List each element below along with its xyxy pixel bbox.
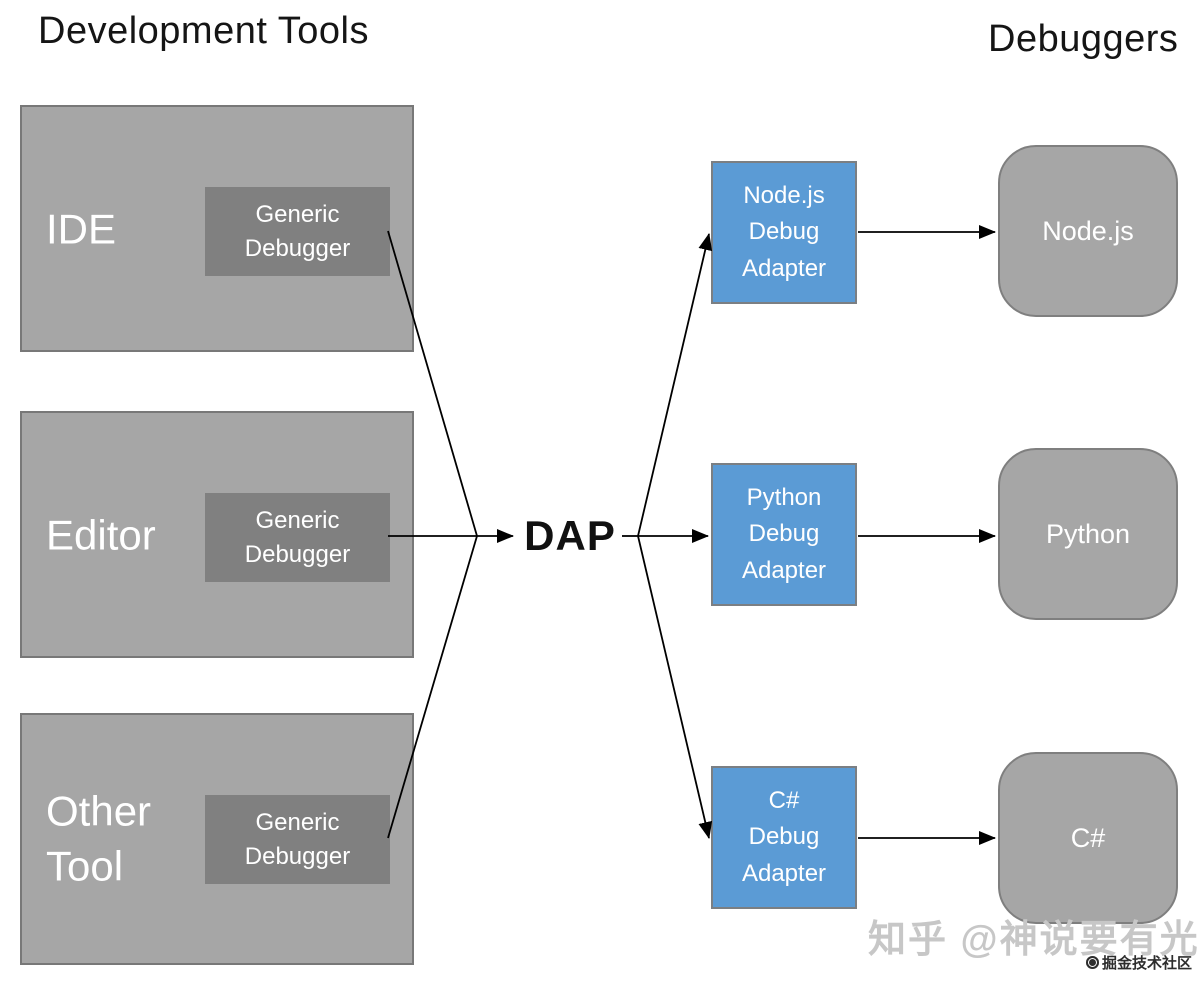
- arrow-dap-to-nodejs-adapter: [637, 233, 713, 537]
- zhihu-watermark: 知乎 @神说要有光: [868, 919, 1200, 961]
- dap-label: DAP: [524, 512, 616, 559]
- editor-label: Editor: [46, 510, 156, 558]
- development-tools-header: Development Tools: [38, 10, 369, 52]
- editor-box: Editor Generic Debugger: [20, 411, 414, 658]
- adapter-line: Adapter: [741, 859, 827, 887]
- editor-generic-debugger-box: Generic Debugger: [205, 493, 390, 582]
- adapter-line: Debug: [748, 520, 820, 548]
- csharp-debugger-box: C#: [998, 752, 1178, 924]
- python-debug-adapter-box: Python Debug Adapter: [711, 463, 857, 606]
- other-tool-generic-debugger-box: Generic Debugger: [205, 795, 390, 884]
- adapter-line: Adapter: [741, 556, 827, 584]
- adapter-line: Adapter: [741, 254, 827, 282]
- juejin-watermark: 掘金技术社区: [1086, 952, 1192, 973]
- arrow-dap-to-csharp-adapter: [637, 535, 713, 839]
- ide-label: IDE: [46, 204, 117, 252]
- adapter-line: C#: [768, 786, 800, 814]
- juejin-logo-icon: [1086, 956, 1099, 969]
- nodejs-debug-adapter-box: Node.js Debug Adapter: [711, 161, 857, 304]
- ide-generic-debugger-box: Generic Debugger: [205, 187, 390, 276]
- adapter-line: Python: [746, 483, 822, 511]
- ide-box: IDE Generic Debugger: [20, 105, 414, 352]
- python-debugger-box: Python: [998, 448, 1178, 620]
- csharp-debug-adapter-box: C# Debug Adapter: [711, 766, 857, 909]
- nodejs-debugger-box: Node.js: [998, 145, 1178, 317]
- debuggers-header: Debuggers: [988, 18, 1179, 60]
- adapter-line: Debug: [748, 218, 820, 246]
- other-tool-label: Other Tool: [46, 787, 152, 890]
- juejin-watermark-text: 掘金技术社区: [1102, 955, 1193, 972]
- adapter-line: Debug: [748, 823, 820, 851]
- other-tool-box: Other Tool Generic Debugger: [20, 713, 414, 965]
- adapter-line: Node.js: [743, 181, 825, 209]
